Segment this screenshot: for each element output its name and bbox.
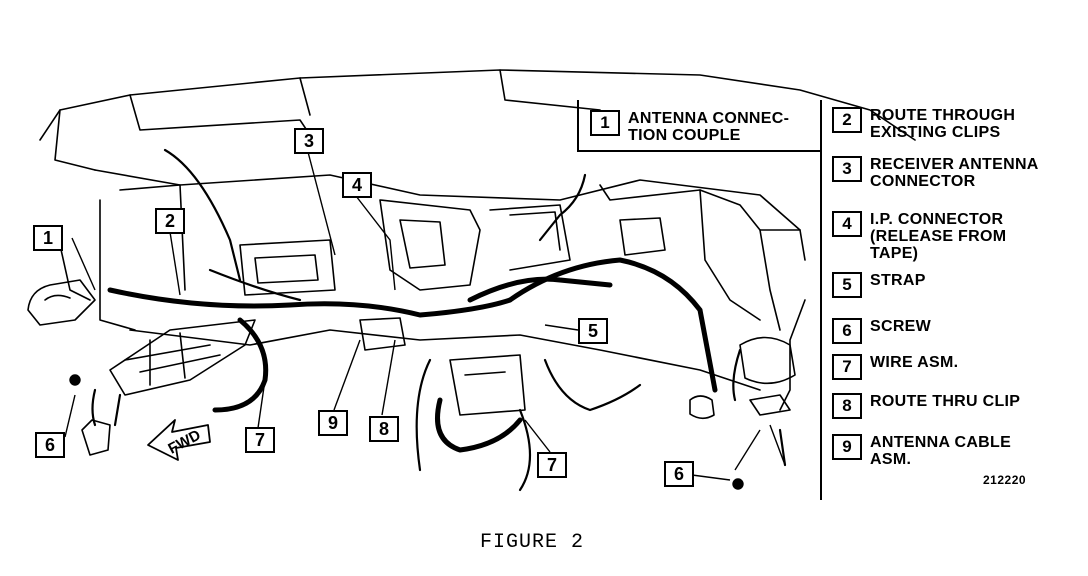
screw-icon — [732, 478, 744, 490]
legend-label: ANTENNA CABLE ASM. — [870, 434, 1012, 468]
callout-8: 8 — [369, 416, 399, 442]
legend-label: RECEIVER ANTENNA CONNECTOR — [870, 156, 1039, 190]
legend-number: 1 — [590, 110, 620, 136]
legend-divider — [577, 150, 822, 152]
legend-label: I.P. CONNECTOR (RELEASE FROM TAPE) — [870, 211, 1007, 262]
legend-label: ROUTE THRU CLIP — [870, 393, 1021, 410]
legend-item-8: 8 ROUTE THRU CLIP — [832, 393, 1020, 419]
legend-number: 7 — [832, 354, 862, 380]
figure-caption: FIGURE 2 — [480, 531, 585, 554]
fwd-arrow-icon: FWD — [147, 419, 211, 461]
legend-item-1: 1 ANTENNA CONNEC- TION COUPLE — [590, 110, 789, 144]
callout-7-left: 7 — [245, 427, 275, 453]
callout-9: 9 — [318, 410, 348, 436]
callout-6-right: 6 — [664, 461, 694, 487]
callout-5: 5 — [578, 318, 608, 344]
callout-4: 4 — [342, 172, 372, 198]
legend-label: WIRE ASM. — [870, 354, 959, 371]
legend-item-6: 6 SCREW — [832, 318, 931, 344]
legend-label: ANTENNA CONNEC- TION COUPLE — [628, 110, 790, 144]
callout-1: 1 — [33, 225, 63, 251]
legend-number: 4 — [832, 211, 862, 237]
legend-item-9: 9 ANTENNA CABLE ASM. — [832, 434, 1011, 468]
legend-number: 9 — [832, 434, 862, 460]
legend-number: 5 — [832, 272, 862, 298]
callout-2: 2 — [155, 208, 185, 234]
legend-divider — [820, 100, 822, 500]
legend-divider — [577, 100, 579, 152]
screw-icon — [69, 374, 81, 386]
legend-item-7: 7 WIRE ASM. — [832, 354, 958, 380]
legend-number: 3 — [832, 156, 862, 182]
legend-number: 6 — [832, 318, 862, 344]
callout-3: 3 — [294, 128, 324, 154]
legend-label: ROUTE THROUGH EXISTING CLIPS — [870, 107, 1016, 141]
legend-item-5: 5 STRAP — [832, 272, 926, 298]
legend-item-3: 3 RECEIVER ANTENNA CONNECTOR — [832, 156, 1039, 190]
legend-label: STRAP — [870, 272, 926, 289]
legend-number: 8 — [832, 393, 862, 419]
figure-code: 212220 — [983, 473, 1027, 487]
legend-number: 2 — [832, 107, 862, 133]
legend-label: SCREW — [870, 318, 932, 335]
callout-7-right: 7 — [537, 452, 567, 478]
legend-item-4: 4 I.P. CONNECTOR (RELEASE FROM TAPE) — [832, 211, 1006, 262]
legend-item-2: 2 ROUTE THROUGH EXISTING CLIPS — [832, 107, 1015, 141]
callout-6-left: 6 — [35, 432, 65, 458]
